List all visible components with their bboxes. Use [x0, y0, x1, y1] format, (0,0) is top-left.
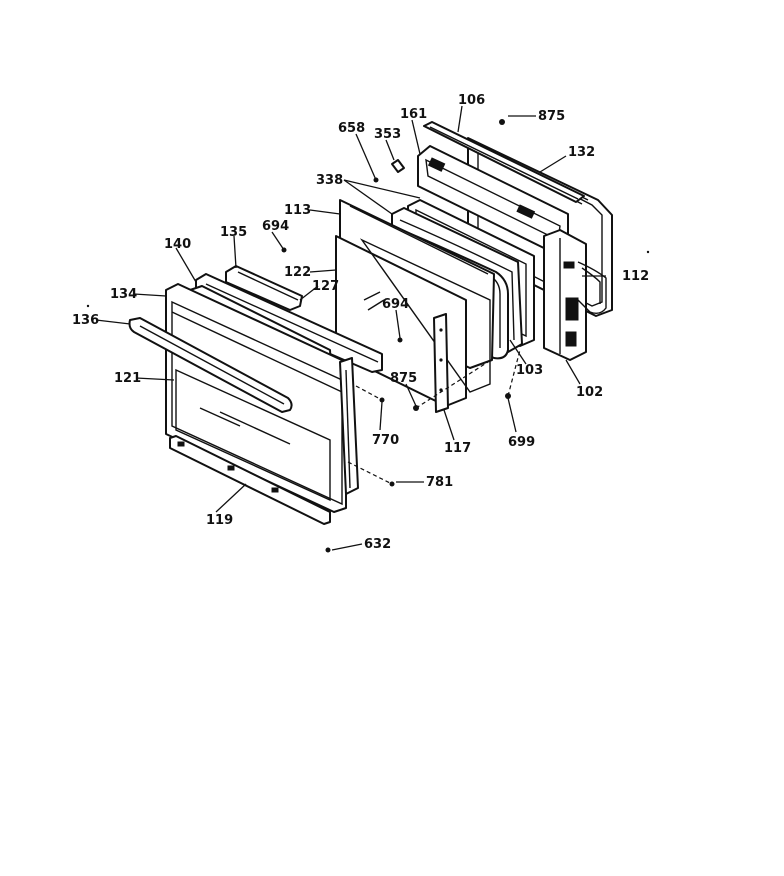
callout-353: 353	[374, 127, 401, 142]
callout-338: 338	[316, 173, 343, 188]
callout-106: 106	[458, 93, 485, 108]
callout-770: 770	[372, 433, 399, 448]
callout-132: 132	[568, 145, 595, 160]
side-channel-strip	[339, 357, 359, 495]
callout-122: 122	[284, 265, 311, 280]
callout-135: 135	[220, 225, 247, 240]
callout-161: 161	[400, 107, 427, 122]
callout-103: 103	[516, 363, 543, 378]
door-handle-136	[128, 317, 293, 413]
callout-113: 113	[284, 203, 311, 218]
leader-lines	[95, 105, 606, 551]
callout-140: 140	[164, 237, 191, 252]
alignment-line-770	[355, 385, 383, 401]
screw-632	[325, 547, 331, 553]
callout-117: 117	[444, 441, 471, 456]
clip-353	[391, 159, 405, 173]
alignment-line-781	[347, 461, 393, 485]
alignment-line-875	[415, 361, 489, 409]
callout-875-mid: 875	[390, 371, 417, 386]
callout-658: 658	[338, 121, 365, 136]
loose-dot-1	[86, 304, 90, 308]
callout-632: 632	[364, 537, 391, 552]
callout-121: 121	[114, 371, 141, 386]
screw-875-top	[499, 119, 505, 125]
callout-875-top: 875	[538, 109, 565, 124]
vertical-bracket-117	[433, 313, 449, 413]
callout-127: 127	[312, 279, 339, 294]
front-glass-panel-121	[175, 368, 331, 502]
hinge-bracket-102	[543, 229, 587, 361]
inner-frame-161	[417, 145, 569, 253]
callout-134: 134	[110, 287, 137, 302]
callout-102: 102	[576, 385, 603, 400]
callout-694-mid: 694	[382, 297, 409, 312]
callout-699: 699	[508, 435, 535, 450]
bottom-trim-119	[169, 435, 331, 525]
callout-112: 112	[622, 269, 649, 284]
loose-dot-2	[646, 250, 650, 254]
callout-119: 119	[206, 513, 233, 528]
callout-781: 781	[426, 475, 453, 490]
callout-136: 136	[72, 313, 99, 328]
callout-694-top: 694	[262, 219, 289, 234]
top-trim-strip-106	[423, 121, 585, 203]
alignment-line-699	[507, 349, 521, 397]
screw-694-mid	[397, 337, 403, 343]
